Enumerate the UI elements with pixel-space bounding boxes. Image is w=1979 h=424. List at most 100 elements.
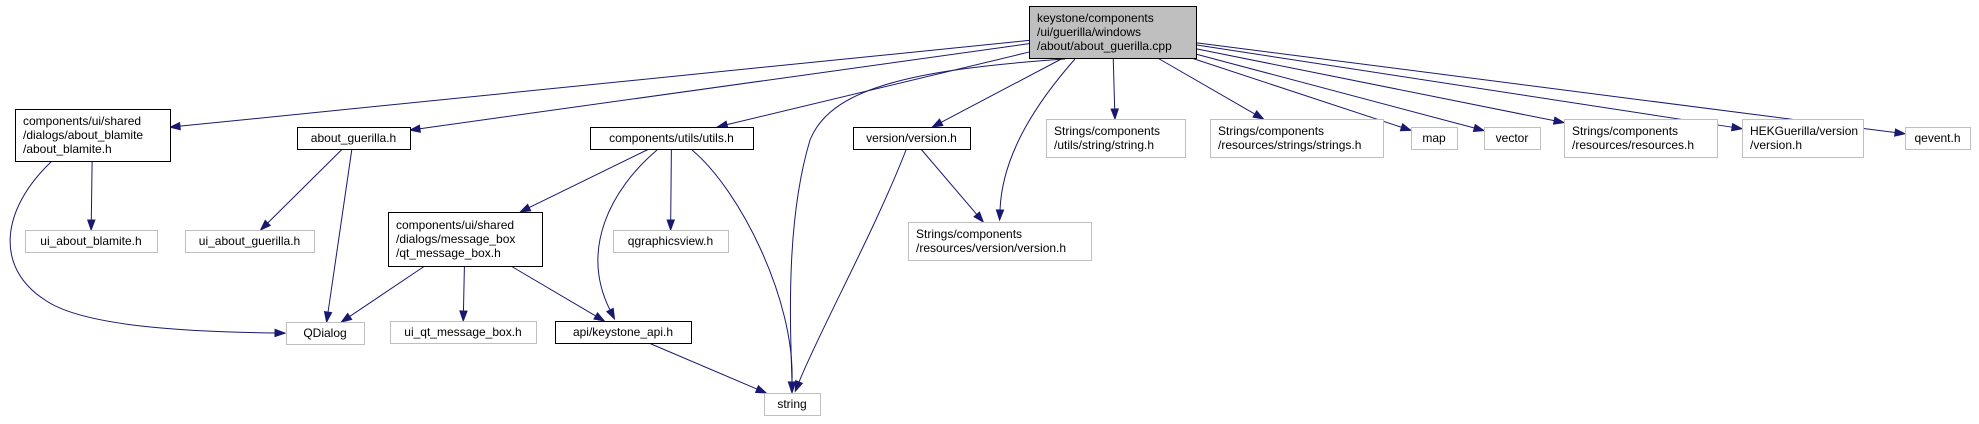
- node-keystone-api[interactable]: api/keystone_api.h: [555, 321, 692, 344]
- node-label-line: /resources/strings/strings.h: [1218, 138, 1361, 152]
- node-str-strings: Strings/components/resources/strings/str…: [1210, 119, 1384, 158]
- edge-root-to-str_strings: [1157, 57, 1265, 120]
- node-about-guerilla-h[interactable]: about_guerilla.h: [297, 127, 411, 150]
- node-box: [1029, 6, 1197, 59]
- edge-version-to-string: [794, 149, 907, 393]
- node-vector: vector: [1484, 127, 1541, 150]
- node-map: map: [1411, 127, 1458, 150]
- edge-utils-to-string: [691, 149, 797, 394]
- node-box: [1411, 127, 1458, 150]
- node-str-version: Strings/components/resources/version/ver…: [908, 222, 1092, 261]
- node-label-line: map: [1422, 131, 1446, 145]
- edge-utils-to-qt_message_box: [518, 148, 650, 213]
- node-label-line: HEKGuerilla/version: [1750, 124, 1858, 138]
- node-str-resources: Strings/components/resources/resources.h: [1564, 119, 1718, 158]
- node-box: [555, 321, 692, 344]
- node-box: [390, 321, 537, 344]
- edge-root-to-str_string: [1110, 57, 1119, 121]
- node-label-line: about_guerilla.h: [311, 131, 396, 145]
- node-box: [1046, 119, 1186, 158]
- node-qdialog: QDialog: [286, 322, 365, 345]
- node-label-line: version/version.h: [866, 131, 957, 145]
- edge-utils-to-qgraphicsview: [666, 148, 676, 232]
- node-label-line: api/keystone_api.h: [573, 325, 673, 339]
- edge-qt_message_box-to-keystone_api: [510, 265, 606, 322]
- edge-keystone_api-to-string: [648, 342, 768, 394]
- edge-about_blamite-to-qdialog: [9, 160, 287, 338]
- node-box: [1905, 127, 1971, 150]
- node-label-line: keystone/components: [1037, 11, 1154, 25]
- node-label-line: qgraphicsview.h: [628, 234, 713, 248]
- node-label-line: /qt_message_box.h: [396, 246, 501, 260]
- node-label-line: components/ui/shared: [23, 114, 141, 128]
- edge-root-to-about_guerilla_h: [408, 43, 1030, 133]
- node-label-line: /utils/string/string.h: [1054, 138, 1154, 152]
- node-ui-about-blamite: ui_about_blamite.h: [25, 230, 158, 253]
- node-version[interactable]: version/version.h: [853, 127, 971, 150]
- node-label-line: Strings/components: [1054, 124, 1160, 138]
- node-box: [1210, 119, 1384, 158]
- node-box: [853, 127, 971, 150]
- node-label-line: /resources/version/version.h: [916, 241, 1066, 255]
- node-qt-message-box[interactable]: components/ui/shared/dialogs/message_box…: [388, 212, 543, 267]
- edge-version-to-str_version: [920, 148, 985, 224]
- node-label-line: /dialogs/message_box: [396, 232, 515, 246]
- node-root[interactable]: keystone/components/ui/guerilla/windows/…: [1029, 6, 1197, 59]
- node-label-line: /about_blamite.h: [23, 142, 112, 156]
- edges-layer: [9, 39, 1907, 394]
- node-qgraphicsview: qgraphicsview.h: [613, 230, 729, 253]
- edge-root-to-str_resources: [1195, 48, 1566, 125]
- node-label-line: /dialogs/about_blamite: [23, 128, 143, 142]
- edge-root-to-utils: [715, 51, 1030, 129]
- node-box: [1742, 119, 1864, 158]
- edge-about_blamite-to-ui_about_blamite: [86, 160, 96, 232]
- node-box: [613, 230, 729, 253]
- node-box: [185, 230, 315, 253]
- node-label-line: string: [777, 397, 806, 411]
- edge-about_guerilla_h-to-qdialog: [323, 148, 353, 324]
- node-hek-version: HEKGuerilla/version/version.h: [1742, 119, 1864, 158]
- node-box: [297, 127, 411, 150]
- node-box: [590, 127, 754, 150]
- node-str-string: Strings/components/utils/string/string.h: [1046, 119, 1186, 158]
- edge-root-to-str_version: [995, 58, 1076, 222]
- node-label-line: qevent.h: [1914, 131, 1960, 145]
- node-label-line: vector: [1496, 131, 1529, 145]
- node-label-line: /about/about_guerilla.cpp: [1037, 39, 1172, 53]
- edge-root-to-about_blamite: [168, 39, 1030, 131]
- node-label-line: components/ui/shared: [396, 218, 514, 232]
- node-box: [1484, 127, 1541, 150]
- node-label-line: Strings/components: [1218, 124, 1324, 138]
- edge-root-to-vector: [1195, 53, 1486, 133]
- edge-qt_message_box-to-qdialog: [340, 265, 426, 323]
- node-label-line: /ui/guerilla/windows: [1037, 25, 1141, 39]
- node-label-line: Strings/components: [1572, 124, 1678, 138]
- node-label-line: Strings/components: [916, 227, 1022, 241]
- node-label-line: ui_about_blamite.h: [40, 234, 141, 248]
- node-label-line: QDialog: [303, 326, 346, 340]
- node-label-line: components/utils/utils.h: [609, 131, 734, 145]
- node-string: string: [764, 393, 821, 416]
- node-qevent: qevent.h: [1905, 127, 1971, 150]
- nodes-layer: keystone/components/ui/guerilla/windows/…: [15, 6, 1971, 416]
- edge-root-to-hek_version: [1195, 44, 1744, 132]
- edge-about_guerilla_h-to-ui_about_guerilla: [259, 148, 343, 232]
- edge-utils-to-keystone_api: [597, 149, 658, 321]
- node-box: [908, 222, 1092, 261]
- node-box: [764, 393, 821, 416]
- node-label-line: ui_qt_message_box.h: [404, 325, 521, 339]
- node-ui-qt-message-box: ui_qt_message_box.h: [390, 321, 537, 344]
- node-utils[interactable]: components/utils/utils.h: [590, 127, 754, 150]
- node-about-blamite[interactable]: components/ui/shared/dialogs/about_blami…: [15, 109, 171, 162]
- edge-qt_message_box-to-ui_qt_message_box: [459, 265, 468, 323]
- node-ui-about-guerilla: ui_about_guerilla.h: [185, 230, 315, 253]
- node-box: [15, 109, 171, 162]
- node-label-line: /version.h: [1750, 138, 1802, 152]
- node-label-line: ui_about_guerilla.h: [199, 234, 300, 248]
- node-box: [25, 230, 158, 253]
- node-label-line: /resources/resources.h: [1572, 138, 1694, 152]
- node-box: [388, 212, 543, 267]
- edge-root-to-qevent: [1195, 42, 1907, 137]
- node-box: [286, 322, 365, 345]
